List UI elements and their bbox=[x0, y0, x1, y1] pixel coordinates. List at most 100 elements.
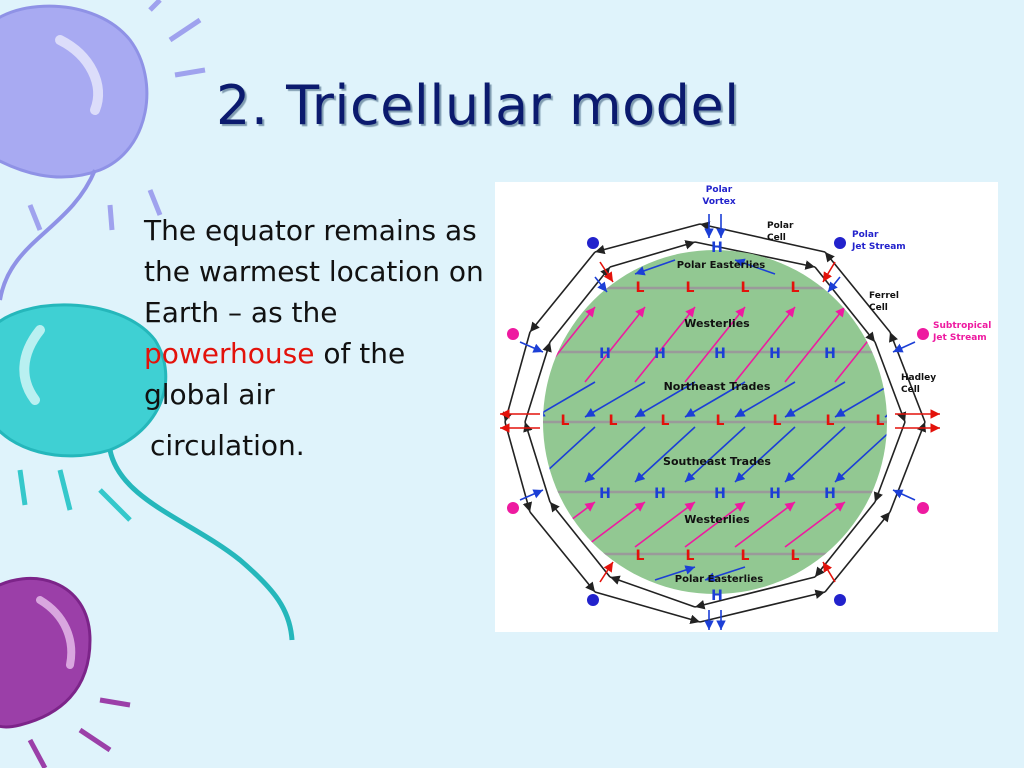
wind-arrow bbox=[884, 426, 887, 483]
low-pressure-marker: L bbox=[773, 413, 782, 429]
cell-arrow bbox=[504, 421, 533, 513]
low-pressure-marker: L bbox=[686, 548, 695, 564]
wind-arrow bbox=[634, 381, 696, 418]
slide-title: 2. Tricellular model bbox=[216, 74, 740, 137]
jet-arrow bbox=[599, 261, 614, 283]
polar-jet-dot bbox=[834, 594, 846, 606]
cell-arrow bbox=[524, 341, 552, 423]
wind-arrow bbox=[784, 501, 846, 548]
wind-arrow bbox=[584, 306, 646, 383]
high-pressure-marker: H bbox=[824, 346, 836, 362]
wind-arrow bbox=[634, 501, 696, 548]
body-text-part: circulation. bbox=[150, 429, 305, 462]
subtropical-jet-dot bbox=[917, 328, 929, 340]
polar-vortex-label: Polar bbox=[706, 185, 733, 195]
jet-arrow bbox=[519, 489, 544, 501]
low-pressure-marker: L bbox=[791, 280, 800, 296]
wind-arrow bbox=[834, 426, 887, 483]
high-pressure-marker: H bbox=[654, 486, 666, 502]
cell-arrow bbox=[523, 421, 551, 503]
cell-arrow bbox=[694, 241, 816, 270]
polar-vortex-label: Vortex bbox=[702, 197, 736, 207]
low-pressure-marker: L bbox=[609, 413, 618, 429]
polar-jet-dot bbox=[587, 237, 599, 249]
band-label: Polar Easterlies bbox=[677, 260, 765, 271]
body-text-part: The equator remains as the warmest locat… bbox=[144, 214, 484, 329]
jet-arrow bbox=[892, 489, 916, 501]
wind-arrow bbox=[734, 426, 796, 483]
body-text-part: of the global air bbox=[144, 337, 406, 411]
low-pressure-marker: L bbox=[826, 413, 835, 429]
cell-arrow bbox=[889, 421, 926, 513]
jet-arrow bbox=[892, 341, 916, 353]
low-pressure-marker: L bbox=[661, 413, 670, 429]
cell-arrow bbox=[873, 421, 906, 503]
low-pressure-marker: L bbox=[716, 413, 725, 429]
wind-arrow bbox=[734, 501, 796, 548]
hadley-cell-label: Cell bbox=[901, 385, 920, 395]
wind-arrow bbox=[634, 426, 696, 483]
wind-arrow bbox=[543, 381, 596, 418]
band-label: Southeast Trades bbox=[663, 455, 771, 468]
jet-arrow bbox=[519, 341, 544, 353]
wind-arrow bbox=[684, 306, 746, 383]
high-pressure-marker: H bbox=[769, 486, 781, 502]
cell-arrow bbox=[529, 511, 596, 593]
jet-arrow bbox=[827, 276, 841, 293]
high-pressure-marker: H bbox=[654, 346, 666, 362]
high-pressure-marker: H bbox=[714, 346, 726, 362]
jet-arrow bbox=[599, 561, 614, 583]
cell-arrow bbox=[609, 240, 696, 268]
polar-cell-label: Polar bbox=[767, 221, 794, 231]
wind-arrow bbox=[784, 381, 846, 418]
low-pressure-marker: L bbox=[561, 413, 570, 429]
body-text: The equator remains as the warmest locat… bbox=[144, 210, 484, 466]
cell-arrow bbox=[594, 591, 701, 624]
wind-arrow bbox=[734, 381, 796, 418]
jet-arrow bbox=[594, 276, 608, 293]
polar-cell-label: Cell bbox=[767, 233, 786, 243]
cell-arrow bbox=[549, 266, 611, 343]
band-label: Westerlies bbox=[684, 317, 750, 330]
low-pressure-marker: L bbox=[741, 548, 750, 564]
cell-arrow bbox=[609, 575, 696, 608]
wind-arrow bbox=[584, 381, 646, 418]
body-text-part: as the bbox=[250, 296, 338, 329]
cell-arrow bbox=[824, 251, 891, 333]
band-label: Northeast Trades bbox=[664, 380, 771, 393]
polar-jet-dot bbox=[587, 594, 599, 606]
subtropical-jet-dot bbox=[507, 502, 519, 514]
cell-arrow bbox=[824, 511, 891, 593]
band-label: Polar Easterlies bbox=[675, 574, 763, 585]
subtropical-jet-label: Jet Stream bbox=[932, 333, 987, 343]
high-pressure-marker: H bbox=[711, 588, 723, 604]
low-pressure-marker: L bbox=[686, 280, 695, 296]
cell-arrow bbox=[694, 576, 816, 610]
subtropical-jet-dot bbox=[507, 328, 519, 340]
wind-arrow bbox=[884, 501, 887, 548]
wind-arrow bbox=[734, 258, 776, 275]
wind-arrow bbox=[734, 306, 796, 383]
cell-arrow bbox=[502, 331, 531, 423]
band-label: Westerlies bbox=[684, 513, 750, 526]
high-pressure-marker: H bbox=[711, 240, 723, 256]
wind-arrow bbox=[684, 501, 746, 548]
high-pressure-marker: H bbox=[714, 486, 726, 502]
polar-jet-label: Jet Stream bbox=[851, 242, 906, 252]
wind-arrow bbox=[684, 381, 746, 418]
wind-arrow bbox=[584, 426, 646, 483]
low-pressure-marker: L bbox=[741, 280, 750, 296]
high-pressure-marker: H bbox=[599, 486, 611, 502]
low-pressure-marker: L bbox=[876, 413, 885, 429]
wind-arrow bbox=[654, 565, 696, 581]
wind-arrow bbox=[884, 306, 887, 383]
high-pressure-marker: H bbox=[769, 346, 781, 362]
wind-arrow bbox=[584, 501, 646, 548]
subtropical-jet-dot bbox=[917, 502, 929, 514]
wind-arrow bbox=[704, 566, 746, 582]
high-pressure-marker: H bbox=[599, 346, 611, 362]
cell-arrow bbox=[529, 251, 596, 333]
